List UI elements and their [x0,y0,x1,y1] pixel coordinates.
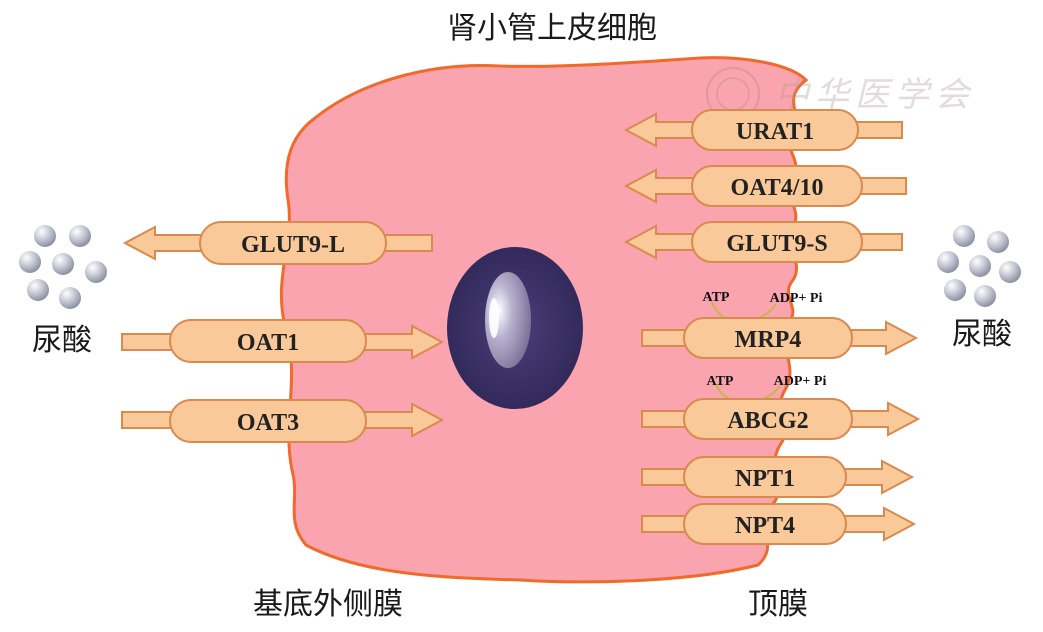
uric-acid-cluster-left [19,225,107,309]
uric-acid-dot [19,251,41,273]
adp-label: ADP+ Pi [774,374,827,389]
transporter-pill [691,165,863,207]
transporter-label: OAT1 [237,330,299,356]
nucleolus-highlight [489,298,499,338]
transporter-pill [683,503,847,545]
transporter-label: OAT4/10 [731,175,824,201]
transporter-label: NPT4 [735,513,795,539]
transporter-label: NPT1 [735,466,795,492]
watermark-text: 中华医学会 [775,75,975,115]
uric-acid-cluster-right [937,225,1021,307]
uric-acid-dot [974,285,996,307]
transporter-label: GLUT9-S [726,231,827,257]
uric-acid-dot [69,225,91,247]
uric-acid-dot [27,279,49,301]
uric-acid-dot [944,279,966,301]
uric-acid-dot [59,287,81,309]
transporter-oat3: OAT3 [121,399,445,443]
adp-label: ADP+ Pi [770,291,823,306]
transporter-mrp4: ATP ADP+ Pi MRP4 [641,290,919,359]
uric-acid-dot [34,225,56,247]
transporter-pill [683,456,847,498]
transporter-glut9s: GLUT9-S [623,221,903,263]
transporter-label: URAT1 [736,119,814,145]
transporter-oat1: OAT1 [121,319,445,363]
uric-acid-dot [85,261,107,283]
uric-acid-dot [937,251,959,273]
transporter-glut9l: GLUT9-L [122,221,433,265]
transporter-pill [691,109,859,151]
transporter-label: OAT3 [237,410,299,436]
uric-acid-label-right: 尿酸 [952,317,1012,352]
watermark: 中华医学会 [706,67,975,121]
transporter-label: GLUT9-L [241,232,345,258]
transporter-pill [199,221,387,265]
transporter-pill [169,319,367,363]
transporter-oat410: OAT4/10 [623,165,907,207]
diagram-title: 肾小管上皮细胞 [447,11,657,46]
basolateral-membrane-label: 基底外侧膜 [253,587,403,622]
apical-membrane-label: 顶膜 [748,587,808,622]
transporter-label: MRP4 [735,327,802,353]
uric-acid-dot [987,231,1009,253]
uric-acid-dot [953,225,975,247]
atp-label: ATP [707,374,734,389]
transporter-pill [691,221,863,263]
uric-acid-label-left: 尿酸 [32,323,92,358]
transporter-npt4: NPT4 [641,503,917,545]
transporter-npt1: NPT1 [641,456,915,498]
atp-label: ATP [703,290,730,305]
transporter-label: ABCG2 [727,408,808,434]
transporter-pill [683,317,853,359]
uric-acid-dot [52,253,74,275]
uric-acid-dot [969,255,991,277]
transporter-urat1: URAT1 [623,109,903,151]
transporter-pill [169,399,367,443]
nucleolus [485,272,531,368]
uric-acid-dot [999,261,1021,283]
transporter-pill [683,398,853,440]
transporter-abcg2: ATP ADP+ Pi ABCG2 [641,374,921,440]
